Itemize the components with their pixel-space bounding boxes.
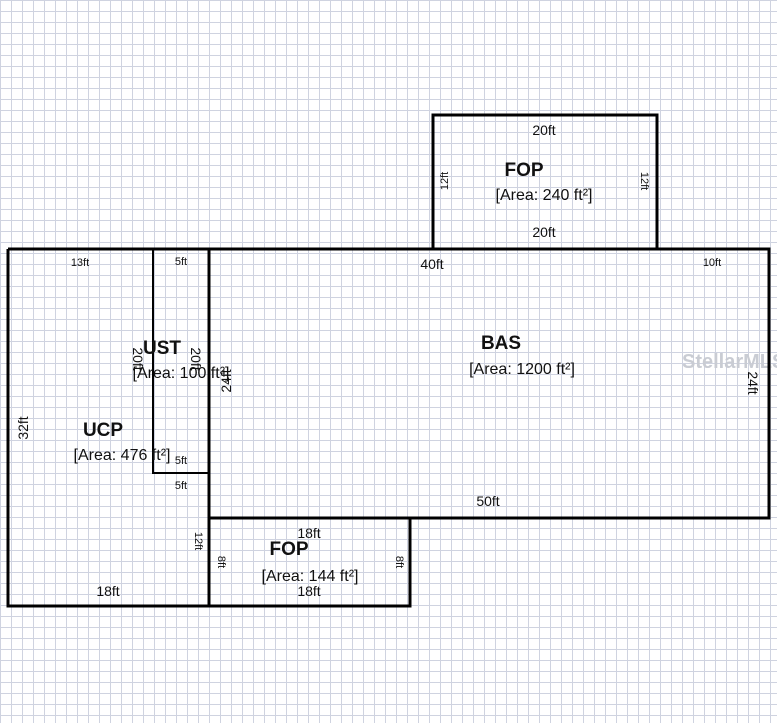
room-area: [Area: 1200 ft²] bbox=[469, 361, 575, 378]
dim-left: 24ft bbox=[218, 369, 234, 392]
dim-right-lower: 12ft bbox=[192, 532, 204, 550]
room-name: FOP bbox=[504, 160, 543, 181]
dim-top: 18ft bbox=[297, 525, 320, 541]
dim-right: 12ft bbox=[638, 172, 650, 190]
dim-left: 20ft bbox=[130, 347, 146, 370]
dim-left: 8ft bbox=[215, 556, 227, 568]
dim-bottom: 20ft bbox=[532, 224, 555, 240]
room-area: [Area: 476 ft²] bbox=[74, 447, 171, 464]
room-name: BAS bbox=[481, 333, 521, 354]
room-area: [Area: 100 ft²] bbox=[133, 365, 230, 382]
dim-top: 13ft bbox=[71, 257, 89, 269]
room-bas: BAS [Area: 1200 ft²] 40ft 10ft 50ft 24ft… bbox=[218, 256, 761, 509]
dim-left: 32ft bbox=[15, 416, 31, 439]
dim-top-right: 10ft bbox=[703, 257, 721, 269]
room-area: [Area: 240 ft²] bbox=[496, 187, 593, 204]
dim-right: 8ft bbox=[393, 556, 405, 568]
dim-notch: 5ft bbox=[175, 480, 187, 492]
dim-bottom: 18ft bbox=[297, 583, 320, 599]
room-area: [Area: 144 ft²] bbox=[262, 568, 359, 585]
room-fop-bottom: FOP [Area: 144 ft²] 18ft 18ft 8ft 8ft bbox=[215, 525, 405, 599]
room-ust: UST [Area: 100 ft²] 5ft 5ft 20ft 20ft bbox=[130, 256, 229, 467]
dim-left: 12ft bbox=[439, 172, 451, 190]
watermark-text: StellarMLS bbox=[682, 351, 777, 373]
room-name: FOP bbox=[269, 539, 308, 560]
dim-top: 5ft bbox=[175, 256, 187, 268]
dim-bottom: 5ft bbox=[175, 455, 187, 467]
dim-bottom: 18ft bbox=[96, 583, 119, 599]
room-name: UCP bbox=[83, 420, 123, 441]
room-ucp: UCP [Area: 476 ft²] 13ft 32ft 18ft 5ft 1… bbox=[15, 257, 204, 599]
dim-right: 20ft bbox=[188, 347, 204, 370]
dim-top: 40ft bbox=[420, 256, 443, 272]
dim-top: 20ft bbox=[532, 122, 555, 138]
dim-right: 24ft bbox=[745, 371, 761, 394]
room-fop-top: FOP [Area: 240 ft²] 20ft 20ft 12ft 12ft bbox=[439, 122, 650, 240]
ust-outline bbox=[152, 249, 209, 474]
room-name: UST bbox=[143, 338, 181, 359]
dim-bottom: 50ft bbox=[476, 493, 499, 509]
